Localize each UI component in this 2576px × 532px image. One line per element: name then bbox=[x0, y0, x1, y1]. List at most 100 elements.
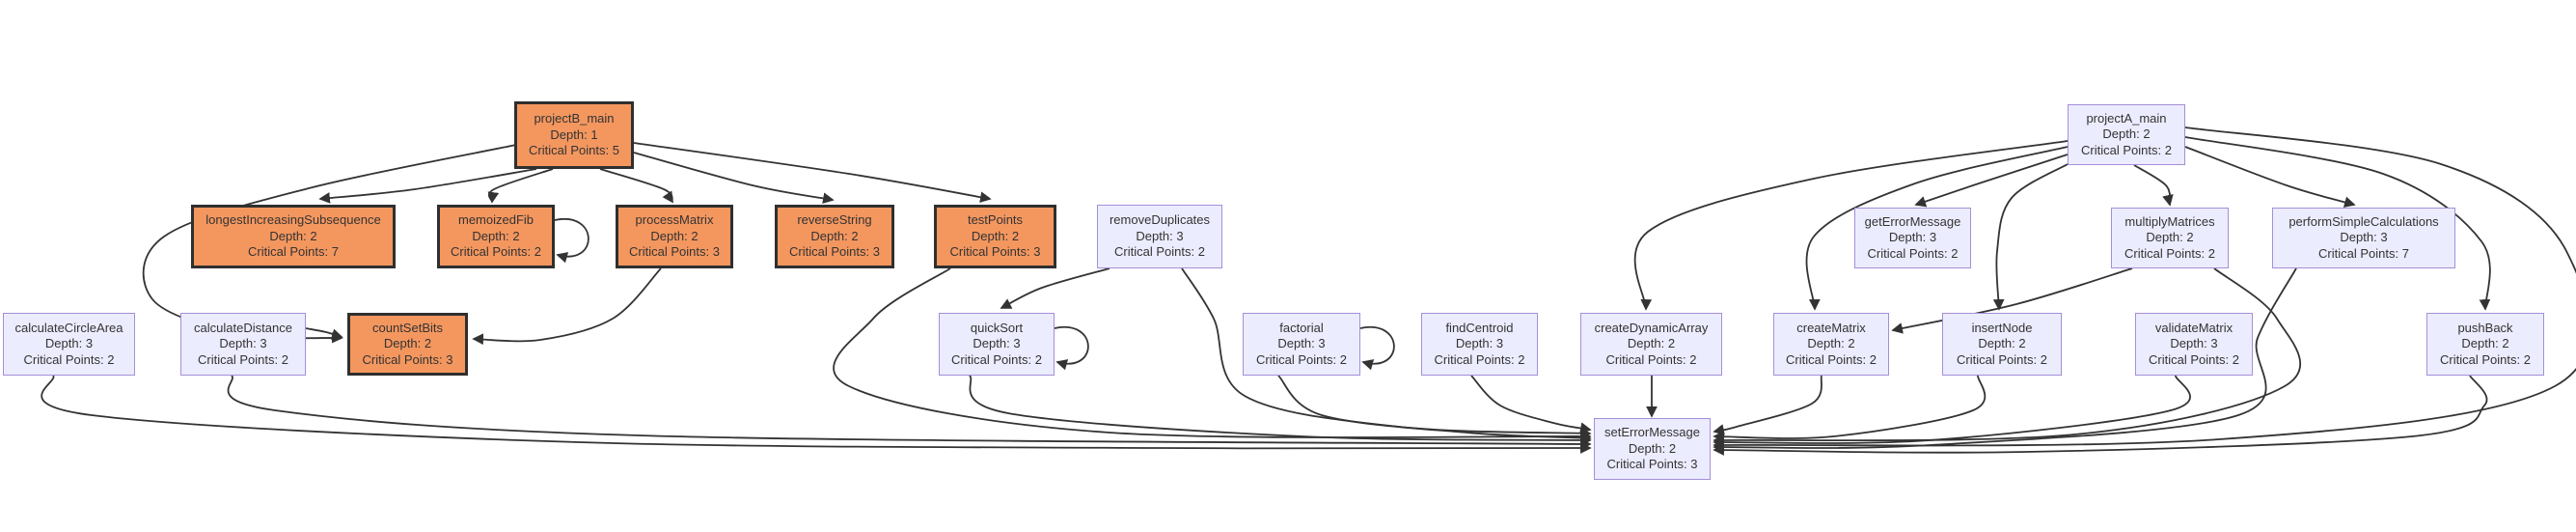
edge-calculateDistance-countSetBits bbox=[305, 327, 343, 340]
node-label: memoizedFib bbox=[457, 212, 534, 228]
node-depth: Depth: 2 bbox=[2102, 126, 2151, 142]
node-label: validateMatrix bbox=[2154, 320, 2233, 335]
node-critical-points: Critical Points: 3 bbox=[629, 244, 720, 260]
node-depth: Depth: 3 bbox=[44, 336, 94, 351]
node-depth: Depth: 2 bbox=[1628, 440, 1677, 456]
edge-calculateDistance-setErrorMessage bbox=[227, 375, 1592, 450]
edge-factorial-factorial-self bbox=[1359, 325, 1395, 371]
edge-removeDuplicates-quickSort bbox=[1000, 267, 1110, 309]
edge-projectA_main-pushBack bbox=[2184, 136, 2491, 311]
node-depth: Depth: 2 bbox=[810, 228, 859, 243]
edge-removeDuplicates-setErrorMessage bbox=[1181, 267, 1592, 439]
node-critical-points: Critical Points: 2 bbox=[198, 351, 288, 367]
edge-projectA_main-createMatrix bbox=[1805, 146, 2069, 311]
node-depth: Depth: 3 bbox=[1455, 336, 1504, 351]
node-critical-points: Critical Points: 3 bbox=[789, 244, 880, 260]
node-critical-points: Critical Points: 2 bbox=[23, 351, 115, 367]
node-label: performSimpleCalculations bbox=[2288, 213, 2439, 229]
node-critical-points: Critical Points: 2 bbox=[951, 351, 1042, 367]
node-critical-points: Critical Points: 5 bbox=[529, 143, 619, 158]
node-label: factorial bbox=[1279, 320, 1324, 335]
node-label: multiplyMatrices bbox=[2124, 213, 2215, 229]
node-critical-points: Critical Points: 2 bbox=[1786, 351, 1877, 367]
node-critical-points: Critical Points: 7 bbox=[2318, 245, 2409, 261]
node-depth: Depth: 2 bbox=[472, 228, 520, 243]
node-label: findCentroid bbox=[1445, 320, 1514, 335]
node-critical-points: Critical Points: 3 bbox=[949, 244, 1041, 260]
node-depth: Depth: 2 bbox=[2146, 230, 2194, 245]
node-label: projectA_main bbox=[2086, 110, 2167, 126]
node-depth: Depth: 3 bbox=[219, 336, 267, 351]
node-depth: Depth: 3 bbox=[2340, 230, 2388, 245]
edge-quickSort-quickSort-self bbox=[1054, 325, 1089, 371]
edge-projectB_main-memoizedFib bbox=[487, 168, 554, 204]
edge-projectB_main-processMatrix bbox=[599, 168, 673, 204]
edge-quickSort-setErrorMessage bbox=[969, 375, 1592, 446]
node-critical-points: Critical Points: 2 bbox=[2081, 142, 2172, 157]
node-critical-points: Critical Points: 2 bbox=[2124, 245, 2215, 261]
node-label: setErrorMessage bbox=[1604, 425, 1700, 440]
edge-memoizedFib-memoizedFib-self bbox=[554, 217, 589, 264]
node-label: createMatrix bbox=[1796, 320, 1866, 335]
edge-validateMatrix-setErrorMessage bbox=[1713, 375, 2191, 448]
node-label: removeDuplicates bbox=[1109, 212, 1211, 228]
edge-projectB_main-longestIncreasingSubsequence bbox=[318, 168, 537, 204]
node-critical-points: Critical Points: 2 bbox=[1957, 351, 2047, 367]
edge-projectA_main-getErrorMessage bbox=[1914, 154, 2069, 208]
edge-projectA_main-insertNode bbox=[1992, 161, 2072, 311]
node-critical-points: Critical Points: 7 bbox=[248, 244, 339, 260]
node-critical-points: Critical Points: 3 bbox=[362, 351, 453, 367]
node-label: longestIncreasingSubsequence bbox=[206, 212, 381, 228]
node-depth: Depth: 2 bbox=[971, 228, 1020, 243]
node-label: calculateDistance bbox=[194, 320, 292, 335]
node-depth: Depth: 2 bbox=[383, 336, 432, 351]
node-depth: Depth: 2 bbox=[2461, 336, 2509, 351]
edge-calculateCircleArea-setErrorMessage bbox=[41, 375, 1592, 454]
edge-multiplyMatrices-createMatrix bbox=[1891, 267, 2133, 334]
edge-findCentroid-setErrorMessage bbox=[1470, 375, 1592, 434]
node-critical-points: Critical Points: 2 bbox=[1605, 351, 1697, 367]
node-depth: Depth: 3 bbox=[1888, 230, 1937, 245]
edge-testPoints-setErrorMessage bbox=[833, 267, 1592, 442]
edge-projectA_main-multiplyMatrices bbox=[2133, 164, 2174, 207]
edge-projectA_main-createDynamicArray bbox=[1633, 140, 2069, 311]
node-depth: Depth: 2 bbox=[650, 228, 699, 243]
node-label: reverseString bbox=[797, 212, 872, 228]
edge-createMatrix-setErrorMessage bbox=[1713, 375, 1822, 435]
node-depth: Depth: 3 bbox=[2170, 336, 2218, 351]
edge-pushBack-setErrorMessage bbox=[1713, 375, 2488, 456]
node-label: createDynamicArray bbox=[1594, 320, 1709, 335]
node-depth: Depth: 3 bbox=[1136, 228, 1184, 243]
node-depth: Depth: 2 bbox=[1978, 336, 2026, 351]
node-critical-points: Critical Points: 2 bbox=[451, 244, 541, 260]
node-label: pushBack bbox=[2457, 320, 2513, 335]
node-critical-points: Critical Points: 2 bbox=[2440, 351, 2531, 367]
node-critical-points: Critical Points: 2 bbox=[1867, 245, 1959, 261]
node-depth: Depth: 3 bbox=[1277, 336, 1326, 351]
